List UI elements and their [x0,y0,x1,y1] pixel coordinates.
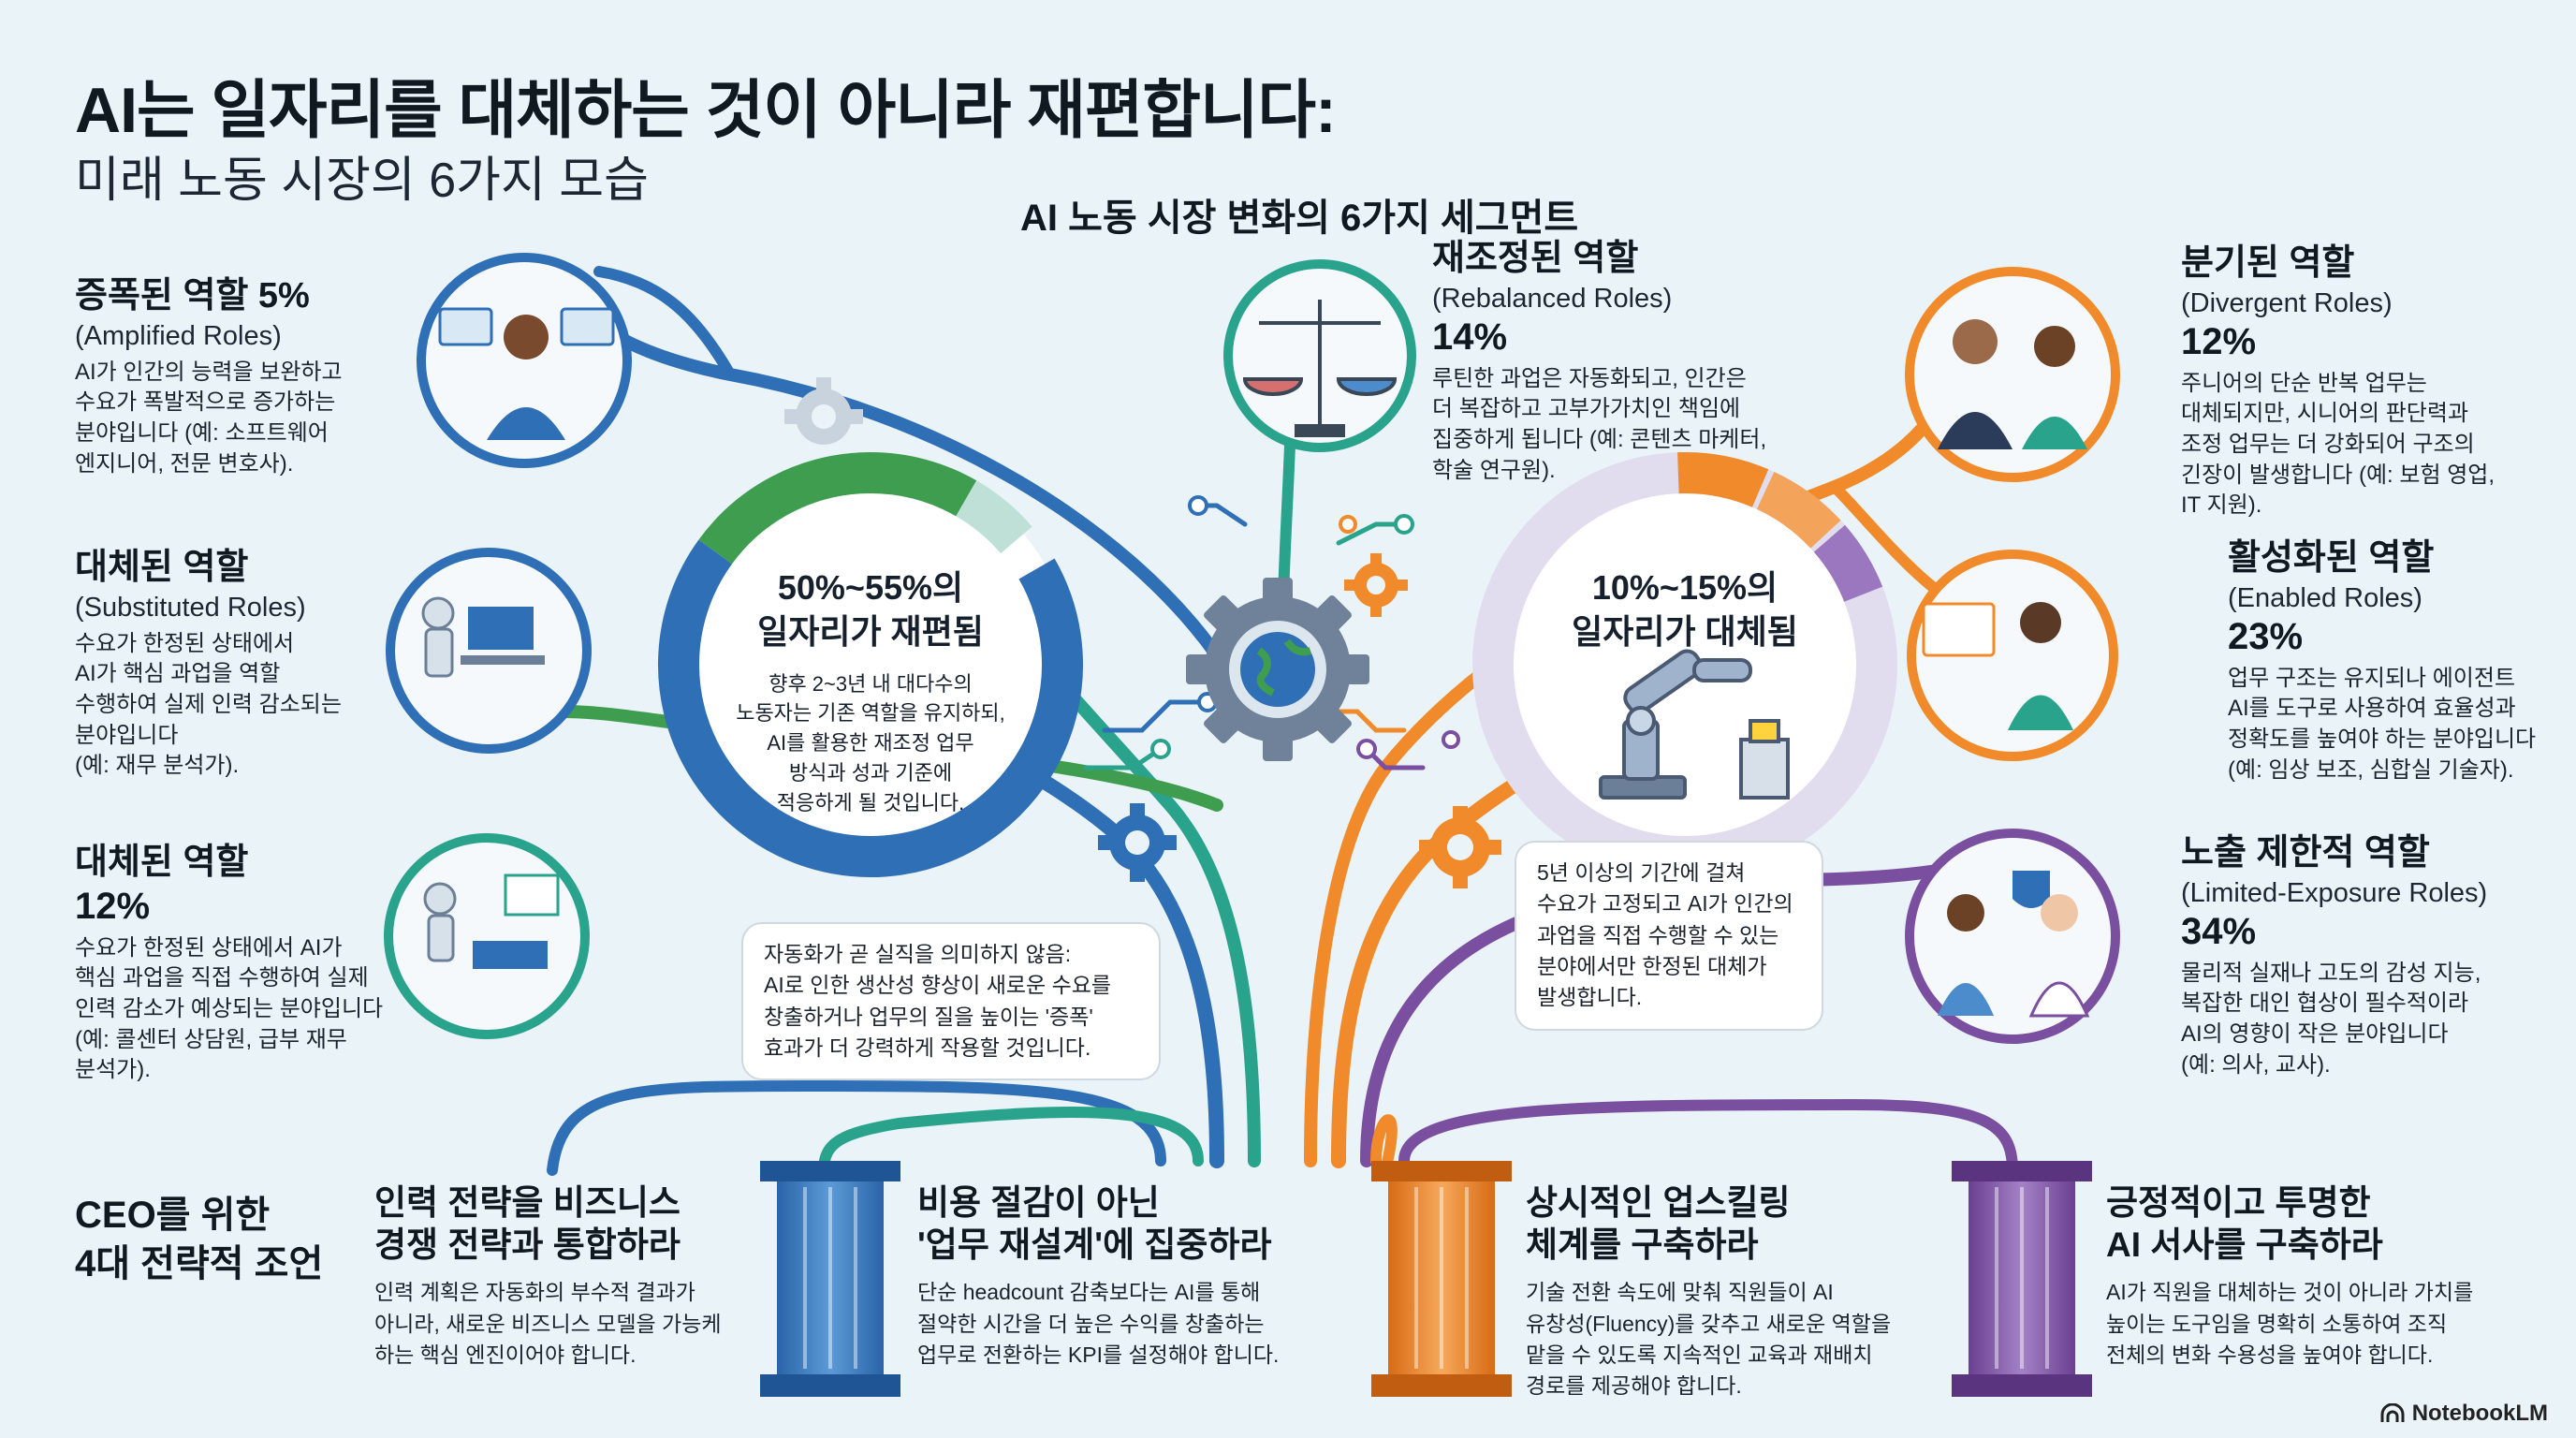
segment-divergent: 분기된 역할 (Divergent Roles) 12% 주니어의 단순 반복 … [2181,243,2555,521]
segment-desc: 물리적 실재나 고도의 감성 지능,복잡한 대인 협상이 필수적이라 AI의 영… [2181,960,2481,1078]
pillar-purple [1952,1161,2092,1397]
notebooklm-logo-icon [2380,1403,2405,1422]
segment-title: 증폭된 역할 5% [75,276,310,315]
segment-limited-exposure: 노출 제한적 역할 (Limited-Exposure Roles) 34% 물… [2181,833,2565,1080]
center-heading: AI 노동 시장 변화의 6가지 세그먼트 [1020,198,1579,239]
two-professionals-icon [1938,319,2087,449]
pillar-flutes [803,1187,2049,1369]
page-subtitle: 미래 노동 시장의 6가지 모습 [75,154,649,208]
segment-percent: 23% [2228,615,2304,657]
segment-english: (Rebalanced Roles) [1432,283,1673,314]
segment-english: (Enabled Roles) [2228,582,2422,613]
page-title: AI는 일자리를 대체하는 것이 아니라 재편합니다: [75,75,1337,146]
segment-english: (Amplified Roles) [75,320,282,351]
segment-title: 활성화된 역할 [2228,538,2435,578]
small-gears [784,377,1501,888]
segment-title: 분기된 역할 [2181,243,2355,283]
segment-enabled: 활성화된 역할 (Enabled Roles) 23% 업무 구조는 유지되나 … [2228,538,2565,785]
segment-title: 노출 제한적 역할 [2181,833,2430,873]
segment-percent: 34% [2181,910,2257,952]
segment-percent: 12% [75,885,151,927]
segment-rebalanced: 재조정된 역할 (Rebalanced Roles) 14% 루틴한 과업은 자… [1432,239,1807,486]
robot-laptop-icon [423,873,560,969]
brand-mark: NotebookLM [2380,1401,2548,1427]
amplified-person-icon [438,307,615,440]
doctor-handshake-icon [1938,871,2090,1018]
segment-title: 재조정된 역할 [1432,239,1639,278]
advice-2: 비용 절감이 아닌'업무 재설계'에 집중하라 단순 headcount 감축보… [917,1181,1348,1371]
segment-amplified: 증폭된 역할 5% (Amplified Roles) AI가 인간의 능력을 … [75,276,393,479]
robot-desk-icon [421,596,545,678]
advice-title: 비용 절감이 아닌'업무 재설계'에 집중하라 [917,1183,1272,1265]
pillar-blue [760,1161,900,1397]
robot-arm-illustration [1599,649,1790,800]
segment-title: 대체된 역할 [75,843,249,882]
segment-english: (Divergent Roles) [2181,287,2393,318]
automation-note-bubble: 자동화가 곧 실직을 의미하지 않음:AI로 인한 생산성 향상이 새로운 수요… [741,922,1161,1081]
segment-english: (Limited-Exposure Roles) [2181,877,2488,908]
pillar-orange [1371,1161,1512,1397]
segment-percent: 12% [2181,320,2257,362]
segment-english: (Substituted Roles) [75,592,306,623]
brand-label: NotebookLM [2411,1401,2548,1426]
justice-scale-icon [1242,300,1398,437]
segment-percent: 14% [1432,315,1508,358]
tablet-worker-icon [1922,602,2073,730]
left-donut-ring [658,452,1083,877]
central-gear [1186,578,1369,761]
segment-title: 대체된 역할 [75,548,249,587]
